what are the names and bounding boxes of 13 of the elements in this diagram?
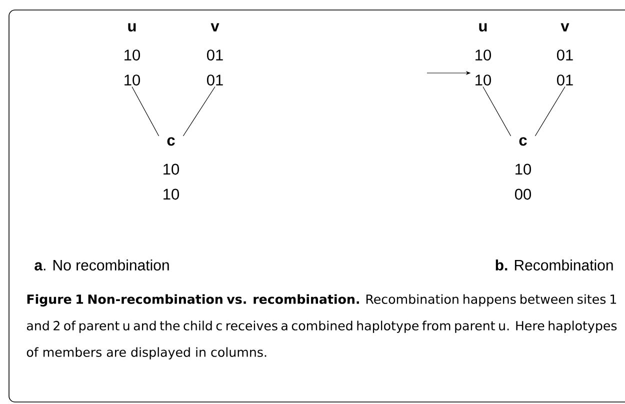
haplotype-column: v 01 01 bbox=[207, 23, 223, 86]
connector-line bbox=[482, 86, 512, 136]
haplotype-column: c 10 10 bbox=[164, 137, 180, 200]
figure-caption: Figure 1 Non-recombination vs. recombination. Recombination happens between sites 1 and 2 of parent u and the child c receives a combined haplotype from parent u. Here haplotypes of members are displayed in columns. bbox=[26, 294, 617, 360]
connector-line bbox=[534, 86, 566, 136]
panel-label: a. No recombination bbox=[34, 259, 169, 270]
connector-line bbox=[182, 86, 216, 136]
haplotype-column: v 01 01 bbox=[556, 23, 573, 86]
haplotype-column: u 10 10 bbox=[124, 23, 140, 86]
haplotype-column: u 10 10 bbox=[476, 23, 491, 86]
haplotype-column: c 10 00 bbox=[515, 137, 531, 200]
connector-line bbox=[132, 86, 160, 136]
panel-label: b. Recombination bbox=[496, 259, 613, 270]
